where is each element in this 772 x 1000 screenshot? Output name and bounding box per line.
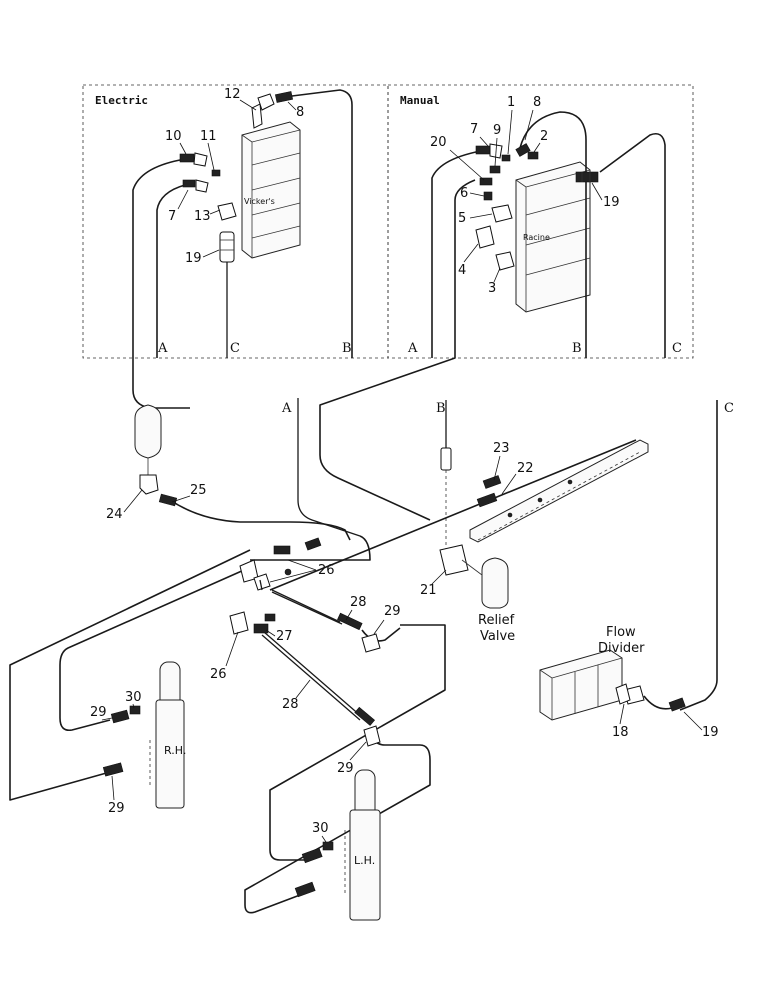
callout-29-rh-upper: 29 (90, 705, 107, 720)
callout-26-top: 26 (318, 563, 335, 578)
line-label-electric-a: A (157, 341, 168, 356)
lh-cylinder: L.H. (344, 769, 381, 921)
callout-8-manual: 8 (533, 95, 541, 110)
relief-valve-label-2: Valve (480, 629, 515, 644)
line-label-electric-b: B (342, 341, 352, 356)
callout-4: 4 (458, 263, 466, 278)
line-to-cylinder-lh-outer (269, 624, 446, 861)
callout-10: 10 (165, 129, 182, 144)
line-c-right (679, 400, 718, 711)
flow-divider-label-1: Flow (606, 625, 636, 640)
line-label-manual-a: A (407, 341, 418, 356)
manual-hose-a (431, 149, 487, 358)
racine-valve: Racine (515, 161, 591, 313)
callout-28-bottom: 28 (282, 697, 299, 712)
accumulator (134, 404, 162, 495)
callout-18: 18 (612, 725, 629, 740)
callout-25: 25 (190, 483, 207, 498)
manual-callouts: 1 8 7 9 2 20 19 6 5 4 3 (430, 95, 620, 296)
electric-hose-b (291, 89, 353, 358)
lh-cylinder-label: L.H. (354, 854, 375, 867)
callout-1: 1 (507, 95, 515, 110)
callout-29-top: 29 (384, 604, 401, 619)
callout-5: 5 (458, 211, 466, 226)
rh-cylinder-label: R.H. (164, 744, 186, 757)
callout-13: 13 (194, 209, 211, 224)
relief-valve-label-1: Relief (478, 613, 515, 628)
vickers-valve-label: Vicker's (244, 197, 275, 206)
line-label-electric-c: C (230, 341, 240, 356)
callout-7-electric: 7 (168, 209, 176, 224)
callout-21: 21 (420, 583, 437, 598)
flow-divider: Flow Divider (539, 625, 686, 721)
line-a-down (297, 398, 361, 537)
callout-19-manual: 19 (603, 195, 620, 210)
electric-panel: Electric (82, 84, 389, 359)
racine-valve-label: Racine (523, 233, 550, 242)
callout-29-mid: 29 (337, 761, 354, 776)
line-to-cylinder-lh-inner (244, 744, 431, 914)
callout-22: 22 (517, 461, 534, 476)
callout-20: 20 (430, 135, 447, 150)
rh-cylinder: R.H. (149, 661, 186, 809)
flow-divider-label-2: Divider (598, 641, 645, 656)
callout-30-rh: 30 (125, 690, 142, 705)
callout-27: 27 (276, 629, 293, 644)
callout-26-bottom: 26 (210, 667, 227, 682)
manifold-bar (469, 439, 649, 543)
line-label-right-c: C (724, 401, 734, 416)
electric-hose-a (156, 184, 186, 358)
callout-2: 2 (540, 129, 548, 144)
manual-hose-a2 (319, 179, 476, 521)
callout-3: 3 (488, 281, 496, 296)
lower-callouts: 23 22 24 25 26 21 28 29 27 26 28 29 29 3… (90, 441, 719, 843)
line-label-manual-c: C (672, 341, 682, 356)
line-label-mid-a: A (281, 401, 292, 416)
electric-callouts: 12 8 10 11 7 13 19 (165, 87, 304, 266)
manual-hose-c (599, 132, 666, 358)
callout-23: 23 (493, 441, 510, 456)
callout-30-lh: 30 (312, 821, 329, 836)
manual-panel-title: Manual (400, 94, 440, 107)
callout-19-flow: 19 (702, 725, 719, 740)
callout-6: 6 (460, 186, 468, 201)
callout-19-electric: 19 (185, 251, 202, 266)
callout-12: 12 (224, 87, 241, 102)
hose-loop-rh-outer (9, 549, 251, 801)
callout-11: 11 (200, 129, 217, 144)
callout-9: 9 (493, 123, 501, 138)
electric-panel-title: Electric (95, 94, 148, 107)
callout-8-electric: 8 (296, 105, 304, 120)
line-label-mid-b: B (436, 401, 446, 416)
callout-29-rh-lower: 29 (108, 801, 125, 816)
accumulator-hose (169, 499, 351, 541)
line-b-fitting (440, 447, 452, 471)
main-pressure-line (269, 439, 637, 591)
callout-7-manual: 7 (470, 122, 478, 137)
callout-28-top: 28 (350, 595, 367, 610)
manual-fittings (475, 143, 599, 271)
line-label-manual-b: B (572, 341, 582, 356)
manual-panel: Manual (387, 84, 694, 359)
electric-hose-a-outer (132, 159, 190, 409)
hose-loop-rh-inner (59, 569, 245, 732)
relief-valve: Relief Valve (439, 544, 515, 644)
electric-fittings (179, 91, 294, 263)
vickers-valve: Vicker's (241, 121, 301, 259)
callout-24: 24 (106, 507, 123, 522)
line-a-cross (250, 535, 371, 561)
lower-fittings (102, 475, 631, 898)
